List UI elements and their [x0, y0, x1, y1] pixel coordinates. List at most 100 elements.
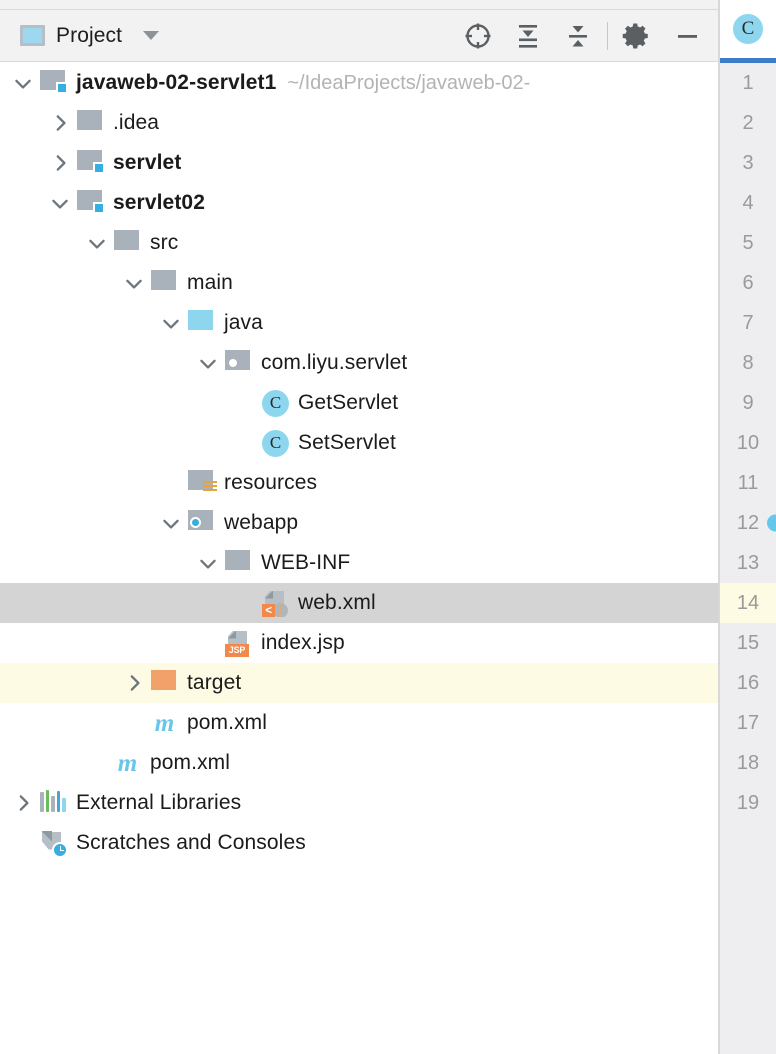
tree-row[interactable]: webapp: [0, 503, 718, 543]
line-number: 7: [742, 312, 754, 334]
tree-row-label: com.liyu.servlet: [261, 351, 408, 374]
chevron-down-icon[interactable]: [193, 343, 223, 383]
tree-row-label: External Libraries: [76, 791, 242, 814]
expand-all-icon[interactable]: [503, 10, 553, 62]
collapse-all-icon[interactable]: [553, 10, 603, 62]
tree-row[interactable]: com.liyu.servlet: [0, 343, 718, 383]
tree-row[interactable]: javaweb-02-servlet1~/IdeaProjects/javawe…: [0, 63, 718, 103]
panel-divider[interactable]: [718, 0, 720, 1054]
line-number: 16: [736, 672, 760, 694]
chevron-down-icon[interactable]: [156, 303, 186, 343]
top-divider: [0, 9, 718, 10]
chevron-down-icon[interactable]: [193, 543, 223, 583]
project-tree[interactable]: javaweb-02-servlet1~/IdeaProjects/javawe…: [0, 63, 718, 863]
chevron-down-icon[interactable]: [45, 183, 75, 223]
tree-row[interactable]: servlet: [0, 143, 718, 183]
tool-window-header: Project: [0, 10, 718, 62]
tree-row[interactable]: Scratches and Consoles: [0, 823, 718, 863]
tree-row[interactable]: target: [0, 663, 718, 703]
tree-row-content: resources: [188, 469, 317, 497]
tree-row-content: main: [151, 269, 233, 297]
chevron-down-icon[interactable]: [119, 263, 149, 303]
tree-row-label: src: [150, 231, 179, 254]
tree-row[interactable]: < web.xml: [0, 583, 718, 623]
chevron-right-icon[interactable]: [45, 143, 75, 183]
tool-window-title-group[interactable]: Project: [0, 23, 160, 48]
hide-minimize-icon[interactable]: [662, 10, 712, 62]
tree-row[interactable]: servlet02: [0, 183, 718, 223]
tree-row[interactable]: C SetServlet: [0, 423, 718, 463]
tree-arrow-placeholder: [82, 743, 112, 783]
tree-row-content: External Libraries: [40, 789, 242, 817]
line-number: 15: [736, 632, 760, 654]
web-root-folder-icon: [188, 509, 215, 537]
line-number: 9: [742, 392, 754, 414]
tree-arrow-placeholder: [8, 823, 38, 863]
tool-window-title: Project: [56, 23, 123, 47]
folder-icon: [151, 269, 178, 297]
chevron-down-icon[interactable]: [143, 31, 160, 40]
tree-row-label: java: [224, 311, 263, 334]
java-class-icon: C: [262, 429, 289, 457]
tree-row[interactable]: java: [0, 303, 718, 343]
tree-row-label: javaweb-02-servlet1: [76, 71, 277, 94]
tree-row-label: SetServlet: [298, 431, 396, 454]
line-number: 14: [720, 583, 776, 623]
tree-row-content: Scratches and Consoles: [40, 830, 306, 857]
tree-row-content: webapp: [188, 509, 298, 537]
tree-row[interactable]: WEB-INF: [0, 543, 718, 583]
xml-file-icon: <: [262, 590, 289, 617]
tree-row-content: java: [188, 309, 263, 337]
tree-row-label: GetServlet: [298, 391, 399, 414]
tree-row-content: src: [114, 229, 179, 257]
editor-tab[interactable]: C: [720, 0, 776, 58]
tree-row-label: web.xml: [298, 591, 376, 614]
tree-row-label: target: [187, 671, 242, 694]
settings-gear-icon[interactable]: [612, 10, 662, 62]
chevron-right-icon[interactable]: [8, 783, 38, 823]
tree-row-label: pom.xml: [187, 711, 268, 734]
jsp-file-icon: JSP: [225, 630, 252, 657]
folder-icon: [225, 549, 252, 577]
line-number: 12: [720, 503, 776, 543]
window-top-strip: [0, 0, 776, 10]
editor-tab-active-underline: [720, 58, 776, 63]
line-number: 19: [736, 792, 760, 814]
gutter-marker-icon[interactable]: [767, 514, 776, 532]
tree-row[interactable]: resources: [0, 463, 718, 503]
tree-row-label: WEB-INF: [261, 551, 351, 574]
tree-row-content: WEB-INF: [225, 549, 351, 577]
excluded-folder-icon: [151, 669, 178, 697]
line-number: 2: [742, 112, 754, 134]
tool-window-actions: [453, 10, 718, 62]
chevron-down-icon[interactable]: [156, 503, 186, 543]
line-number: 13: [736, 552, 760, 574]
tree-row-label: servlet: [113, 151, 182, 174]
tree-row[interactable]: src: [0, 223, 718, 263]
line-number: 3: [742, 152, 754, 174]
tree-row[interactable]: External Libraries: [0, 783, 718, 823]
line-number: 5: [742, 232, 754, 254]
source-root-folder-icon: [188, 309, 215, 337]
tree-row-label: servlet02: [113, 191, 205, 214]
tree-row[interactable]: .idea: [0, 103, 718, 143]
chevron-down-icon[interactable]: [82, 223, 112, 263]
chevron-right-icon[interactable]: [119, 663, 149, 703]
select-opened-file-icon[interactable]: [453, 10, 503, 62]
tree-row-label: .idea: [113, 111, 160, 134]
chevron-down-icon[interactable]: [8, 63, 38, 103]
module-folder-icon: [77, 149, 105, 177]
chevron-right-icon[interactable]: [45, 103, 75, 143]
tree-row-content: C SetServlet: [262, 429, 396, 457]
tree-row[interactable]: main: [0, 263, 718, 303]
